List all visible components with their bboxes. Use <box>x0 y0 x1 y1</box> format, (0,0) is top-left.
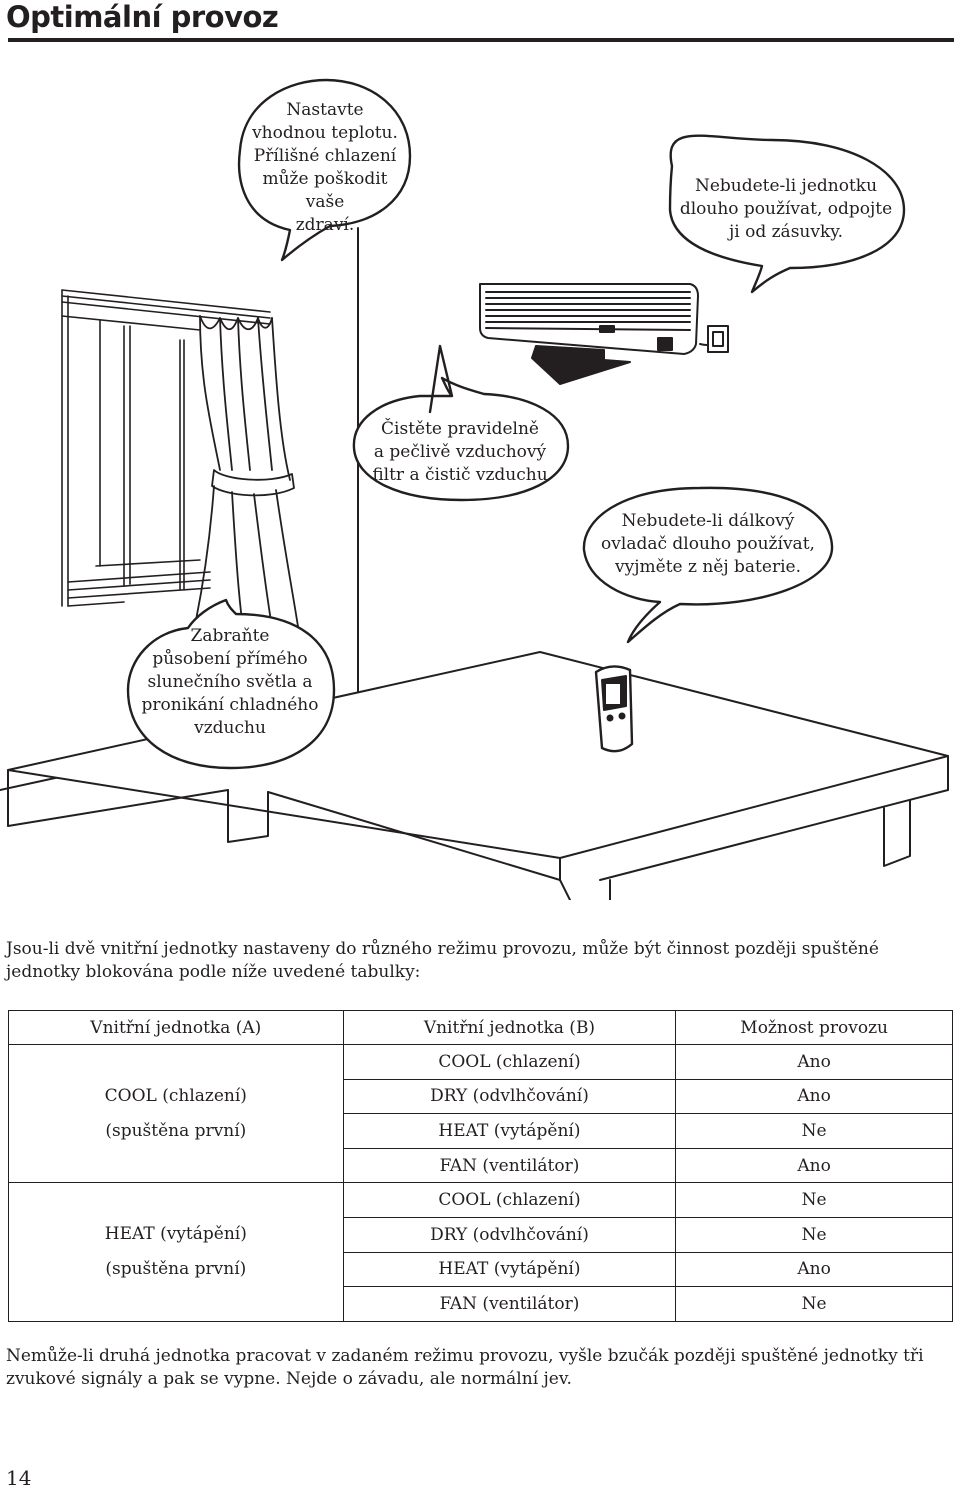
bubble-line: slunečního světla a <box>147 672 313 692</box>
bubble-line: Čistěte pravidelně <box>381 419 539 439</box>
table-row: FAN (ventilátor) Ne <box>9 1286 953 1322</box>
unit-b-cell: FAN (ventilátor) <box>342 1286 677 1322</box>
table-row: HEAT (vytápění) (spuštěna první) COOL (c… <box>8 1182 953 1322</box>
table-row: DRY (odvlhčování) Ano <box>9 1078 953 1115</box>
unit-b-cell: DRY (odvlhčování) <box>342 1216 677 1253</box>
unit-a-mode: COOL (chlazení) <box>104 1085 247 1106</box>
unit-a-cell: HEAT (vytápění) (spuštěna první) <box>8 1182 344 1322</box>
header-operation: Možnost provozu <box>675 1010 953 1045</box>
bubble-line: Zabraňte <box>190 626 270 646</box>
result-cell: Ne <box>675 1286 953 1322</box>
page-number: 14 <box>6 1466 32 1490</box>
speech-bubbles <box>126 78 906 770</box>
bubble-line: vyjměte z něj baterie. <box>615 557 801 577</box>
bubble-batteries-text: Nebudete-li dálkový ovladač dlouho použí… <box>592 510 824 579</box>
unit-b-cell: COOL (chlazení) <box>342 1182 677 1218</box>
bubble-line: vzduchu <box>194 718 266 738</box>
header-unit-b: Vnitřní jednotka (B) <box>342 1010 677 1045</box>
bubble-line: působení přímého <box>152 649 308 669</box>
bubble-line: dlouho používat, odpojte <box>679 199 893 219</box>
table-row: HEAT (vytápění) Ne <box>9 1113 953 1149</box>
result-cell: Ano <box>675 1078 953 1115</box>
bubble-line: vhodnou teplotu. <box>252 123 398 143</box>
bubble-line: může poškodit vaše <box>262 169 388 212</box>
bubble-batteries <box>582 486 834 644</box>
room-illustration <box>0 78 949 900</box>
bubble-line: filtr a čistič vzduchu <box>372 465 548 485</box>
unit-a-cell: COOL (chlazení) (spuštěna první) <box>8 1043 344 1184</box>
bubble-unplug-text: Nebudete-li jednotku dlouho používat, od… <box>670 175 902 244</box>
result-cell: Ne <box>675 1182 953 1218</box>
result-cell: Ano <box>675 1251 953 1288</box>
header-unit-a: Vnitřní jednotka (A) <box>8 1010 344 1045</box>
bubble-line: zdraví. <box>295 215 355 235</box>
bubble-filter <box>352 344 570 502</box>
result-cell: Ne <box>675 1216 953 1253</box>
operation-table: Vnitřní jednotka (A) Vnitřní jednotka (B… <box>8 1010 953 1322</box>
unit-a-note: (spuštěna první) <box>105 1120 247 1141</box>
result-cell: Ano <box>675 1044 953 1080</box>
bubble-sun-text: Zabraňte působení přímého slunečního svě… <box>132 625 328 740</box>
table-furniture <box>7 651 949 900</box>
intro-paragraph: Jsou-li dvě vnitřní jednotky nastaveny d… <box>6 939 879 982</box>
bubble-temperature-text: Nastavte vhodnou teplotu. Přílišné chlaz… <box>250 99 400 237</box>
remote-control <box>594 665 634 753</box>
unit-b-cell: COOL (chlazení) <box>342 1044 677 1080</box>
bubble-line: ji od zásuvky. <box>728 222 844 242</box>
bubble-line: Nebudete-li dálkový <box>621 511 795 531</box>
unit-a-mode: HEAT (vytápění) <box>104 1224 247 1245</box>
bubble-line: a pečlivě vzduchový <box>373 442 547 462</box>
bubble-unplug <box>668 134 906 294</box>
unit-b-cell: DRY (odvlhčování) <box>342 1078 677 1115</box>
bubble-line: ovladač dlouho používat, <box>601 534 815 554</box>
unit-b-cell: HEAT (vytápění) <box>342 1113 677 1149</box>
bubble-temperature <box>237 78 412 262</box>
title-rule <box>8 38 954 42</box>
bubble-line: Přílišné chlazení <box>253 146 397 166</box>
bubble-line: Nebudete-li jednotku <box>694 176 878 196</box>
ac-unit <box>479 283 729 385</box>
bubble-sun <box>126 598 336 770</box>
unit-a-note: (spuštěna první) <box>105 1259 247 1280</box>
result-cell: Ano <box>675 1147 953 1184</box>
unit-b-cell: HEAT (vytápění) <box>342 1251 677 1288</box>
unit-b-cell: FAN (ventilátor) <box>342 1147 677 1184</box>
note-paragraph: Nemůže-li druhá jednotka pracovat v zada… <box>6 1346 924 1389</box>
result-cell: Ne <box>675 1113 953 1149</box>
bubble-line: Nastavte <box>286 100 364 120</box>
table-row: COOL (chlazení) (spuštěna první) COOL (c… <box>8 1043 953 1184</box>
table-header-row: Vnitřní jednotka (A) Vnitřní jednotka (B… <box>8 1010 953 1045</box>
window <box>61 289 271 607</box>
bubble-line: pronikání chladného <box>141 695 319 715</box>
bubble-filter-text: Čistěte pravidelně a pečlivě vzduchový f… <box>360 418 560 487</box>
table-row: FAN (ventilátor) Ano <box>9 1147 953 1184</box>
table-row: DRY (odvlhčování) Ne <box>9 1216 953 1253</box>
page-title: Optimální provoz <box>6 0 279 34</box>
